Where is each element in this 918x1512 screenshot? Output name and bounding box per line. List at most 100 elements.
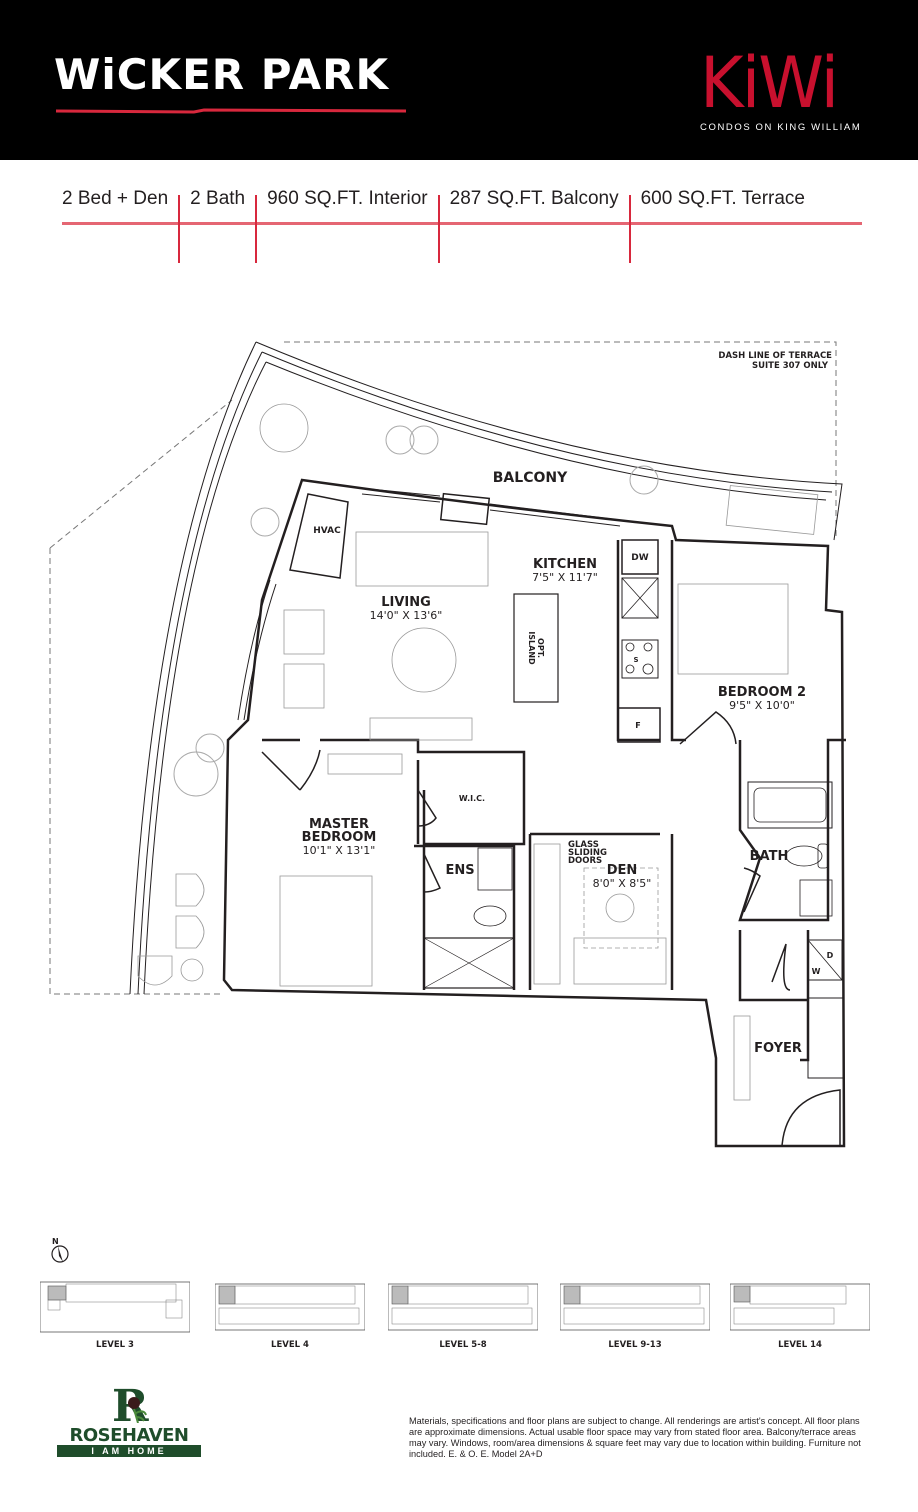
entry-door (781, 1089, 841, 1147)
bath-toilet (785, 845, 823, 867)
spec-terrace-area: 600 SQ.FT. Terrace (640, 188, 805, 209)
hvac-closet (289, 493, 349, 579)
key-plan-level-14: LEVEL 14 (729, 1280, 871, 1355)
dishwasher (621, 539, 659, 575)
balcony-table (259, 403, 309, 453)
room-label-living: LIVING (381, 595, 431, 610)
exterior-wall (222, 478, 846, 1148)
spec-divider (437, 195, 440, 263)
terrace-note: SUITE 307 ONLY (752, 361, 829, 371)
key-plan-level-9-13: LEVEL 9-13 (559, 1280, 711, 1355)
balcony-railing (255, 341, 843, 541)
developer-tagline: I AM HOME (57, 1445, 201, 1457)
fridge (617, 707, 661, 743)
brand-tagline: CONDOS ON KING WILLIAM (700, 122, 862, 133)
north-label: N (52, 1237, 59, 1246)
door-ens (423, 853, 441, 893)
room-dim-living: 14'0" X 13'6" (370, 609, 443, 622)
door-wic (417, 789, 437, 827)
key-plan-diagram (39, 1281, 191, 1333)
planter (629, 465, 659, 495)
suite-name: WiCKER PARK (54, 50, 390, 99)
appliance-dryer: D (827, 951, 834, 960)
den-desk (533, 843, 561, 985)
island-label: ISLAND (527, 631, 536, 665)
spec-divider (178, 195, 181, 263)
interior-wall (262, 738, 674, 990)
room-dim-den: 8'0" X 8'5" (593, 877, 652, 890)
key-plan-diagram (214, 1283, 366, 1331)
key-plan-diagram (559, 1283, 711, 1331)
appliance-washer: W (812, 967, 821, 976)
floor-plan-drawing: DASH LINE OF TERRACE SUITE 307 ONLY BALC… (49, 341, 846, 1148)
planter (195, 733, 225, 763)
north-arrow-icon: N (51, 1237, 69, 1263)
appliance-dishwasher: DW (631, 553, 648, 563)
disclaimer-text: Materials, specifications and floor plan… (409, 1416, 861, 1459)
ens-shower (423, 937, 515, 989)
ens-toilet (473, 905, 507, 927)
spec-interior-area: 960 SQ.FT. Interior (267, 188, 428, 209)
island-label: OPT. (536, 638, 545, 658)
planter (250, 507, 280, 537)
key-plan-label: LEVEL 5-8 (439, 1340, 487, 1350)
spec-divider (255, 195, 258, 263)
room-label-balcony: BALCONY (493, 470, 568, 486)
appliance-fridge: F (635, 721, 640, 730)
key-plan-label: LEVEL 9-13 (608, 1340, 662, 1350)
suite-specs: 2 Bed + Den 2 Bath 960 SQ.FT. Interior 2… (52, 175, 872, 263)
living-table (391, 627, 457, 693)
glass-doors-label: GLASS (568, 840, 599, 850)
spec-balcony-area: 287 SQ.FT. Balcony (449, 188, 619, 209)
rose-icon (128, 1397, 147, 1423)
ens-vanity (477, 847, 513, 891)
brand-wordmark: KiWi (700, 42, 839, 124)
room-label-hvac: HVAC (313, 526, 341, 536)
room-label-foyer: FOYER (754, 1041, 802, 1056)
den-rug (583, 867, 659, 949)
door-bath (743, 867, 761, 913)
balcony-lounger (725, 485, 819, 535)
sink (621, 577, 659, 619)
master-dresser (327, 753, 403, 775)
header-banner: WiCKER PARK KiWi CONDOS ON KING WILLIAM (0, 0, 918, 160)
stove (621, 639, 659, 679)
bedroom2-bed (677, 583, 789, 675)
room-label-wic: W.I.C. (459, 794, 485, 803)
key-plan-diagram (729, 1283, 871, 1331)
developer-name: ROSEHAVEN (69, 1425, 190, 1446)
living-media (369, 717, 473, 741)
room-dim-kitchen: 7'5" X 11'7" (532, 571, 598, 584)
key-plan-label: LEVEL 4 (271, 1340, 309, 1350)
kitchen-island (513, 593, 559, 703)
key-plan-level-3: LEVEL 3 (39, 1280, 191, 1355)
living-window (237, 579, 277, 721)
balcony-column (439, 492, 491, 526)
door-bedroom2 (679, 711, 737, 745)
room-label-kitchen: KITCHEN (533, 557, 597, 572)
living-sofa (355, 531, 489, 587)
planter (385, 425, 415, 455)
den-sofa (573, 937, 667, 985)
key-plan-label: LEVEL 3 (96, 1340, 134, 1350)
spec-bathrooms: 2 Bath (190, 188, 246, 209)
room-dim-master: 10'1" X 13'1" (303, 844, 376, 857)
room-label-bath: BATH (750, 849, 789, 864)
balcony-window (359, 487, 621, 527)
spec-bedrooms: 2 Bed + Den (62, 188, 169, 209)
brand-logo: KiWi CONDOS ON KING WILLIAM (700, 48, 870, 133)
specs-underline (62, 222, 862, 225)
key-plan-diagram (387, 1283, 539, 1331)
planter (409, 425, 439, 455)
room-label-master: BEDROOM (302, 830, 377, 845)
appliance-stove: S (633, 656, 638, 664)
washer-dryer (807, 939, 843, 981)
foyer-closet (807, 997, 845, 1079)
terrace-note: DASH LINE OF TERRACE (718, 351, 832, 361)
key-plan-level-5-8: LEVEL 5-8 (387, 1280, 539, 1355)
door-master (261, 749, 321, 791)
bathtub (747, 781, 833, 829)
floor-plan: DASH LINE OF TERRACE SUITE 307 ONLY BALC… (0, 330, 918, 1160)
foyer-bench (733, 1015, 751, 1101)
key-plan-level-4: LEVEL 4 (214, 1280, 366, 1355)
